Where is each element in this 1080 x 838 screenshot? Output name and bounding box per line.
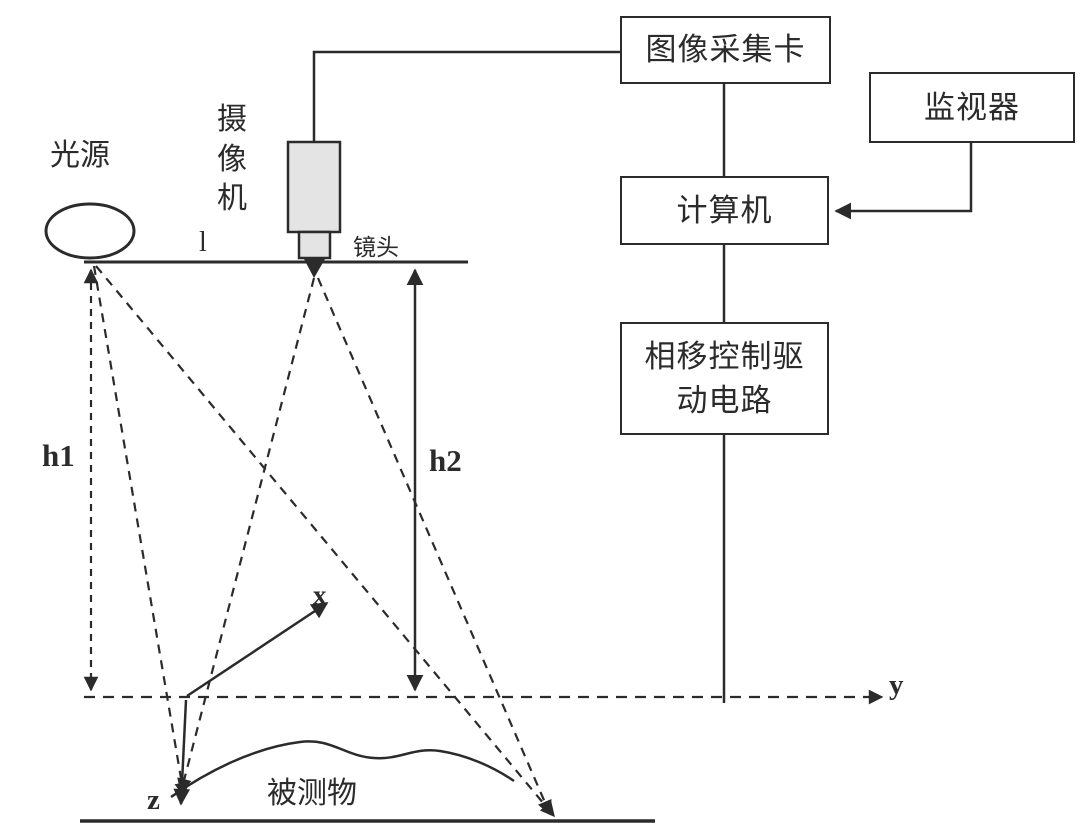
x-axis-label: x [313,580,327,610]
camera-shape [286,140,342,278]
z-axis-arrow [173,699,191,806]
camera-label: 摄像机 [217,103,247,216]
projection-rays [92,265,555,818]
box-phase-shift-driver: 相移控制驱动电路 [620,322,829,435]
h2-label: h2 [429,443,462,478]
z-axis-label: z [147,784,160,816]
dimension-lines [83,268,424,692]
light-source-shape [44,202,136,260]
block-connectors [312,50,973,703]
box-image-capture-card-label: 图像采集卡 [645,32,806,68]
h1-label: h1 [42,438,75,473]
light-source-label: 光源 [50,139,110,172]
box-image-capture-card: 图像采集卡 [620,16,831,84]
box-monitor-label: 监视器 [924,89,1020,125]
baseline-tick-label: l [199,227,207,258]
coordinate-axes [84,601,884,806]
box-phase-shift-driver-label: 相移控制驱动电路 [644,339,805,418]
box-monitor: 监视器 [869,72,1075,143]
lens-tip-arrow [304,259,325,278]
y-axis-label: y [889,669,904,701]
box-computer: 计算机 [620,176,829,245]
measured-object-label: 被测物 [267,777,357,810]
box-computer-label: 计算机 [676,192,773,228]
measured-object [80,740,655,823]
x-axis-arrow [186,601,329,698]
lens-label: 镜头 [353,235,399,260]
